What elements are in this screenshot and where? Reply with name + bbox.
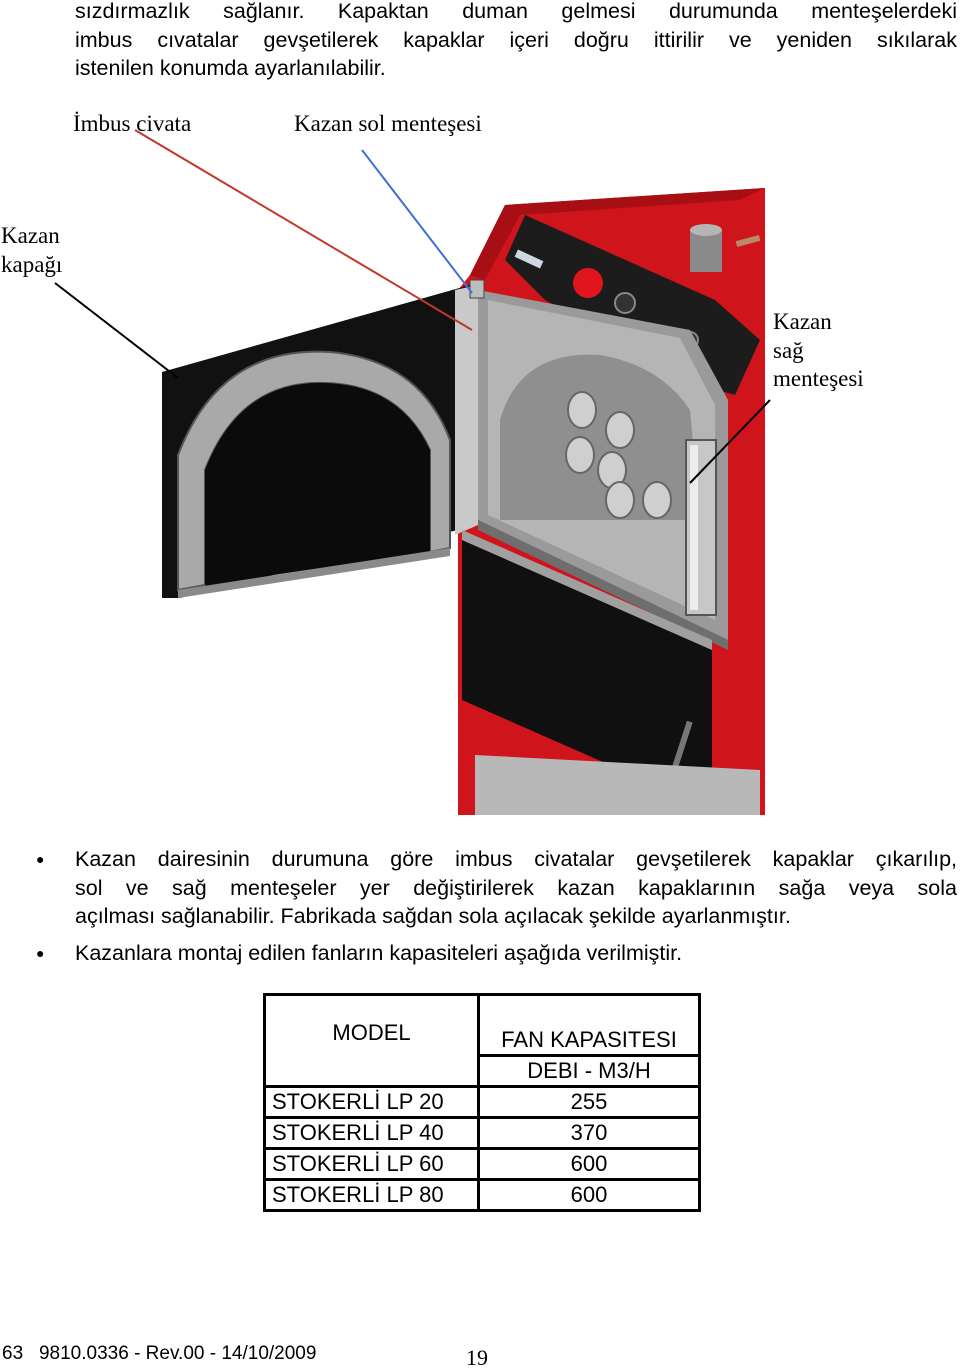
lower-door bbox=[462, 540, 712, 810]
label-door-line1: Kazan bbox=[1, 223, 60, 248]
table-row: STOKERLİ LP 80 600 bbox=[263, 1178, 701, 1212]
intro-line: imbus cıvatalar gevşetilerek kapaklar iç… bbox=[75, 27, 957, 52]
bullet-marker: ● bbox=[36, 945, 45, 961]
tube-hole bbox=[605, 411, 635, 449]
fan-capacity-table: MODEL FAN KAPASITESI DEBI - M3/H STOKERL… bbox=[263, 993, 701, 1212]
boiler-figure: İmbus civata Kazan sol menteşesi Kazan k… bbox=[0, 100, 960, 820]
boiler-illustration bbox=[54, 129, 771, 815]
tube-hole bbox=[642, 481, 672, 519]
tube-hole bbox=[565, 436, 595, 474]
intro-paragraph: sızdırmazlık sağlanır. Kapaktan duman ge… bbox=[75, 0, 957, 83]
label-door-line2: kapağı bbox=[1, 252, 63, 277]
sensor-pocket bbox=[735, 234, 761, 248]
door-sill bbox=[178, 548, 450, 598]
leader-right-hinge bbox=[689, 399, 771, 484]
tube-hole bbox=[567, 391, 597, 429]
header-unit: DEBI - M3/H bbox=[477, 1054, 701, 1088]
hex-bolt bbox=[469, 279, 485, 299]
table-row: STOKERLİ LP 20 255 bbox=[263, 1085, 701, 1119]
chamber-arch bbox=[500, 354, 700, 520]
tube-hole bbox=[605, 481, 635, 519]
thermostat-knob bbox=[614, 292, 636, 314]
table-unit-row: DEBI - M3/H bbox=[265, 1054, 701, 1088]
value-cell: 600 bbox=[477, 1178, 701, 1212]
table-header-row: MODEL FAN KAPASITESI bbox=[263, 993, 701, 1088]
header-model: MODEL bbox=[263, 993, 480, 1088]
value-cell: 600 bbox=[477, 1147, 701, 1181]
bullet-line: sol ve sağ menteşeler yer değiştirilerek… bbox=[75, 875, 957, 900]
right-hinge-bar bbox=[690, 445, 698, 610]
leader-imbus bbox=[134, 129, 473, 331]
label-right-hinge-line1: Kazan bbox=[773, 309, 832, 334]
bullet-line: Kazanlara montaj edilen fanların kapasit… bbox=[75, 941, 683, 965]
value-cell: 255 bbox=[477, 1085, 701, 1119]
lower-door-top bbox=[462, 530, 712, 650]
page-number: 19 bbox=[466, 1345, 488, 1370]
model-cell: STOKERLİ LP 20 bbox=[263, 1085, 480, 1119]
bullet-line: açılması sağlanabilir. Fabrikada sağdan … bbox=[75, 904, 791, 928]
bullet-paragraph-1: Kazan dairesinin durumuna göre imbus civ… bbox=[75, 845, 957, 931]
label-right-hinge-line3: menteşesi bbox=[773, 366, 864, 391]
model-cell: STOKERLİ LP 60 bbox=[263, 1147, 480, 1181]
logo-plate bbox=[514, 249, 544, 269]
model-cell: STOKERLİ LP 80 bbox=[263, 1178, 480, 1212]
leader-door bbox=[54, 282, 179, 379]
value-cell: 370 bbox=[477, 1116, 701, 1150]
bullet-marker: ● bbox=[36, 851, 45, 867]
door-glass bbox=[205, 382, 430, 585]
door-edge bbox=[455, 285, 478, 535]
model-cell: STOKERLİ LP 40 bbox=[263, 1116, 480, 1150]
header-fan: FAN KAPASITESI bbox=[477, 993, 701, 1057]
bullet-line: Kazan dairesinin durumuna göre imbus civ… bbox=[75, 847, 957, 871]
leader-left-hinge bbox=[361, 149, 473, 294]
flue-top bbox=[690, 224, 722, 236]
ash-door bbox=[475, 755, 760, 815]
intro-line: sızdırmazlık sağlanır. Kapaktan duman ge… bbox=[75, 0, 957, 23]
red-indicator bbox=[573, 268, 603, 298]
header-model-text: MODEL bbox=[332, 1019, 411, 1045]
bullet-paragraph-2: Kazanlara montaj edilen fanların kapasit… bbox=[75, 939, 957, 968]
table-row: STOKERLİ LP 40 370 bbox=[263, 1116, 701, 1150]
intro-line: istenilen konumda ayarlanılabilir. bbox=[75, 56, 386, 80]
footer-doc-ref: 63 9810.0336 - Rev.00 - 14/10/2009 bbox=[2, 1343, 317, 1364]
flue-pipe bbox=[690, 230, 722, 272]
chamber-floor bbox=[478, 520, 728, 650]
label-right-hinge-line2: sağ bbox=[773, 338, 804, 363]
label-left-hinge: Kazan sol menteşesi bbox=[294, 111, 482, 136]
label-imbus-civata: İmbus civata bbox=[73, 111, 192, 136]
table-row: STOKERLİ LP 60 600 bbox=[263, 1147, 701, 1181]
boiler-top-edge bbox=[470, 188, 765, 280]
